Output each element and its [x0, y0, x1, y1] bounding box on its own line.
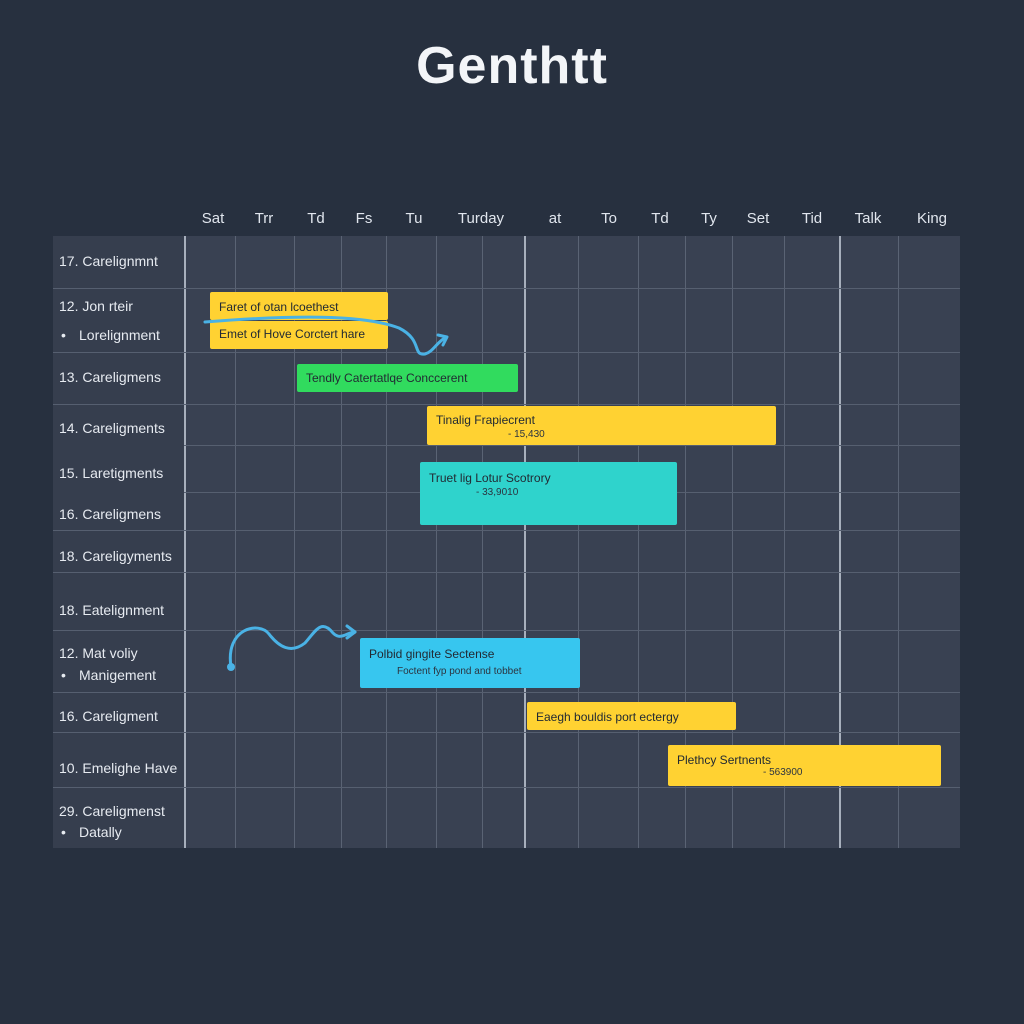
column-header: Set [746, 210, 770, 227]
grid-line [524, 236, 526, 848]
row-label: 12. Mat voliy [59, 645, 138, 661]
grid-line [839, 236, 841, 848]
grid-line [685, 236, 686, 848]
task-bar-label: Plethcy Sertnents [677, 753, 772, 767]
column-header: at [548, 210, 562, 227]
column-header: Td [307, 210, 325, 227]
row-sublabel: Lorelignment [61, 327, 160, 343]
column-header: Turday [457, 210, 505, 227]
task-bar-label: Polbid gingite Sectense [369, 647, 495, 661]
column-header: Tid [801, 210, 823, 227]
dependency-connectors [203, 315, 449, 671]
arrowhead-icon [436, 333, 449, 347]
row-sublabel: Datally [61, 824, 122, 840]
grid-line [784, 236, 785, 848]
column-header: Sat [201, 210, 225, 227]
task-bar-label: Tinalig Frapiecrent [436, 413, 535, 427]
column-header: Td [651, 210, 669, 227]
grid-line [436, 236, 437, 848]
task-bar[interactable]: Plethcy Sertnents - 563900 [668, 745, 941, 786]
row-label: 16. Careligmens [59, 506, 161, 522]
column-header: Talk [854, 210, 882, 227]
grid-line [53, 692, 960, 693]
row-label: 10. Emelighe Have [59, 760, 178, 776]
column-header: Tu [405, 210, 423, 227]
grid-line [898, 236, 899, 848]
task-bar[interactable]: Emet of Hove Corctert hare [210, 321, 388, 349]
grid-line [53, 352, 960, 353]
row-label: 18. Eatelignment [59, 602, 165, 618]
row-label: 12. Jon rteir [59, 298, 133, 314]
task-bar-value: - 563900 [763, 767, 803, 778]
task-bar[interactable]: Tinalig Frapiecrent - 15,430 [427, 406, 776, 445]
row-label: 15. Laretigments [59, 465, 164, 481]
grid-line [184, 445, 960, 446]
grid-line [732, 236, 733, 848]
grid-line [294, 236, 295, 848]
dependency-arrow [228, 625, 357, 669]
gantt-chart: 17. Carelignmnt 12. Jon rteir Lorelignme… [53, 236, 960, 848]
grid-line [53, 732, 960, 733]
row-label: 14. Careligments [59, 420, 165, 436]
column-header: King [916, 210, 948, 227]
grid-line [53, 572, 960, 573]
row-label: 17. Carelignmnt [59, 253, 158, 269]
grid-line [341, 236, 342, 848]
row-label: 29. Careligmenst [59, 803, 165, 819]
grid-line [578, 236, 579, 848]
grid-line [235, 236, 236, 848]
row-label: 16. Careligment [59, 708, 158, 724]
task-bar-label: Faret of otan lcoethest [219, 300, 339, 314]
task-bar-label: Emet of Hove Corctert hare [219, 327, 366, 341]
row-sublabel: Manigement [61, 667, 156, 683]
grid-line [53, 404, 960, 405]
column-header: To [601, 210, 617, 227]
task-bar-value: Foctent fyp pond and tobbet [397, 666, 522, 677]
task-bar-label: Truet lig Lotur Scotrory [429, 471, 551, 485]
row-label: 13. Careligmens [59, 369, 161, 385]
task-bar[interactable]: Faret of otan lcoethest [210, 292, 388, 320]
grid-line [53, 787, 960, 788]
grid-line [53, 530, 960, 531]
row-label: 18. Careligyments [59, 548, 172, 564]
page-title: Genthtt [416, 37, 608, 95]
column-header: Fs [355, 210, 373, 227]
grid-line [53, 288, 960, 289]
grid-divider [184, 236, 186, 848]
task-bar-value: - 15,430 [508, 429, 545, 440]
task-bar-label: Eaegh bouldis port ectergy [536, 710, 679, 724]
task-bar[interactable]: Eaegh bouldis port ectergy [527, 702, 736, 730]
task-bar-label: Tendly Catertatlqe Conccerent [306, 371, 468, 385]
task-bar[interactable]: Truet lig Lotur Scotrory - 33,9010 [420, 462, 677, 525]
column-header: Trr [254, 210, 274, 227]
task-bar-value: - 33,9010 [476, 487, 519, 498]
task-bar[interactable]: Polbid gingite Sectense Foctent fyp pond… [360, 638, 580, 688]
grid-line [482, 236, 483, 848]
grid-line [386, 236, 387, 848]
grid-line [638, 236, 639, 848]
dependency-arrow [203, 315, 447, 356]
arrowhead-icon [345, 624, 357, 640]
column-header: Ty [701, 210, 717, 227]
task-bar[interactable]: Tendly Catertatlqe Conccerent [297, 364, 518, 392]
grid-line [53, 630, 960, 631]
